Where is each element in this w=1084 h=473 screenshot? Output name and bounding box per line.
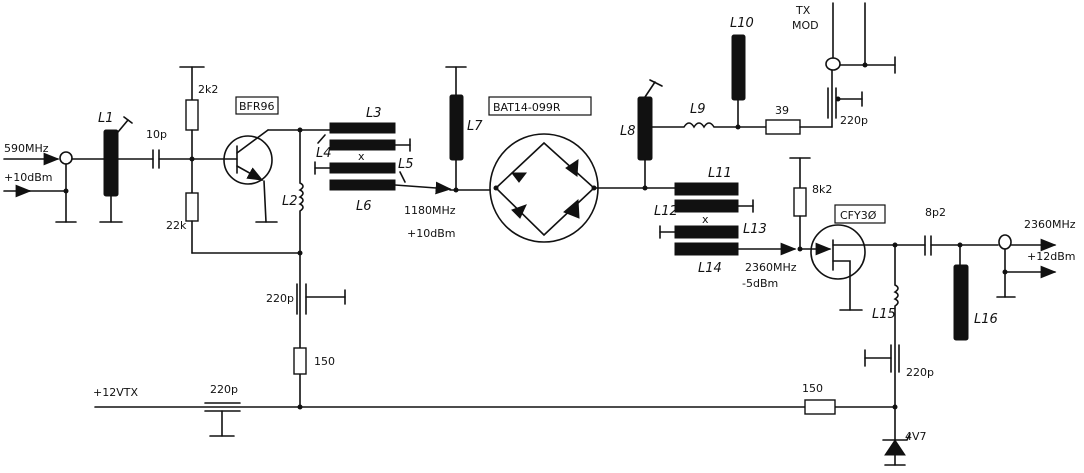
resistor-22k: 22k: [166, 192, 301, 254]
input-level: +10dBm: [4, 171, 52, 184]
inductor-L7: L7: [445, 66, 491, 193]
feedthrough-cap-220p-1: 220p: [266, 283, 346, 315]
L3-label: L3: [366, 106, 382, 121]
L14-label: L14: [698, 261, 722, 276]
L2-label: L2: [282, 194, 298, 209]
r39-label: 39: [775, 104, 789, 117]
supply-rail: +12VTX 220p 150 4V7: [93, 382, 927, 466]
stage1-out-level: +10dBm: [407, 227, 455, 240]
coax-connector-out: [998, 234, 1012, 250]
L11-label: L11: [708, 166, 732, 181]
fet-label: CFY3Ø: [840, 209, 877, 222]
coupler-mark-2: x: [702, 213, 709, 226]
L6-label: L6: [356, 199, 372, 214]
stage2-in-level: -5dBm: [742, 277, 778, 290]
L9-label: L9: [690, 102, 706, 117]
r-feed-label: 150: [314, 355, 335, 368]
L4-label: L4: [316, 146, 332, 161]
stage2-in-frequency: 2360MHz: [745, 261, 797, 274]
tx-label: TX: [795, 4, 811, 17]
modulation-network: L8 L9 L10 39 220p TX MOD: [620, 2, 896, 191]
coax-connector-in: [59, 151, 73, 165]
zener-label: 4V7: [905, 430, 927, 443]
output-level: +12dBm: [1027, 250, 1075, 263]
supply-label: +12VTX: [93, 386, 138, 399]
L12-label: L12: [654, 204, 678, 219]
input-port: 590MHz +10dBm: [3, 142, 154, 223]
inductor-L1: L1: [98, 111, 133, 223]
c-out-label: 8p2: [925, 206, 946, 219]
resistor-8k2: 8k2: [789, 157, 832, 252]
diode-bridge-mixer: BAT14-099R: [488, 96, 676, 243]
c-feed-2-label: 220p: [906, 366, 934, 379]
input-frequency: 590MHz: [4, 142, 49, 155]
supply-resistor-label: 150: [802, 382, 823, 395]
fet-cfy30: CFY3Ø: [799, 204, 896, 311]
L13-label: L13: [743, 222, 767, 237]
c-in-label: 10p: [146, 128, 167, 141]
stage1-out-frequency: 1180MHz: [404, 204, 456, 217]
transistor-label: BFR96: [239, 100, 275, 113]
L7-label: L7: [467, 119, 483, 134]
mod-label: MOD: [792, 19, 819, 32]
supply-cap-label: 220p: [210, 383, 238, 396]
resistor-2k2: 2k2: [179, 66, 218, 194]
coupler-mark-1: x: [358, 150, 365, 163]
c-feed-1-label: 220p: [266, 292, 294, 305]
r-bot-label: 22k: [166, 219, 187, 232]
L8-label: L8: [620, 124, 636, 139]
resistor-150-1: 150: [293, 347, 335, 375]
output-frequency: 2360MHz: [1024, 218, 1076, 231]
coupler-L11-L14: L11 L12 x L13 L14 2360MHz -5dBm: [654, 166, 797, 290]
coupler-L3-L6: L3 L4 x L5 L6 1180MHz +10dBm: [299, 106, 456, 240]
r-gate-label: 8k2: [812, 183, 832, 196]
L15-label: L15: [872, 307, 896, 322]
L5-label: L5: [398, 157, 414, 172]
c-mod-label: 220p: [840, 114, 868, 127]
transistor-bfr96: BFR96: [223, 96, 301, 223]
L10-label: L10: [730, 16, 754, 31]
r-top-label: 2k2: [198, 83, 218, 96]
output-network: L15 220p 8p2 L16 2360MHz +12dBm: [864, 206, 1076, 408]
diode-label: BAT14-099R: [493, 101, 561, 114]
L16-label: L16: [974, 312, 998, 327]
L1-label: L1: [98, 111, 114, 126]
